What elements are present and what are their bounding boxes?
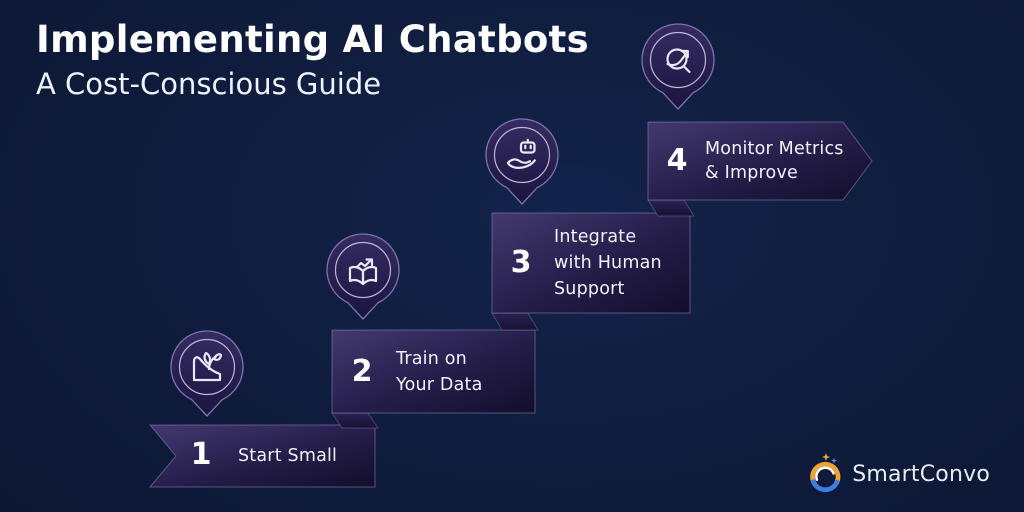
step-1-banner — [148, 424, 376, 488]
step-4-label-line: Monitor Metrics — [705, 139, 844, 159]
seedling-growth-icon — [192, 351, 223, 382]
book-trend-icon — [348, 258, 378, 286]
step-1-label: Start Small — [238, 443, 337, 469]
header: Implementing AI Chatbots A Cost-Consciou… — [36, 18, 589, 102]
hand-holding-robot-icon — [506, 138, 536, 169]
step-1-number: 1 — [190, 437, 212, 472]
step-2-number: 2 — [351, 354, 373, 389]
step-2-label-line: Your Data — [396, 375, 483, 395]
step-4-number: 4 — [666, 143, 688, 178]
magnifier-trend-icon — [666, 48, 691, 74]
step-4-label-line: & Improve — [705, 163, 798, 183]
step-2-label: Train on Your Data — [396, 346, 483, 398]
step-3-number: 3 — [510, 245, 532, 280]
smartconvo-swirl-icon — [810, 453, 841, 493]
page-title: Implementing AI Chatbots — [36, 18, 589, 61]
step-2-label-line: Train on — [396, 349, 467, 369]
step-3-fold — [491, 312, 539, 331]
page-subtitle: A Cost-Conscious Guide — [36, 67, 382, 102]
brand-logo: SmartConvo — [805, 452, 990, 496]
brand-name: SmartConvo — [852, 461, 990, 487]
step-2-pin — [326, 233, 400, 320]
step-3-label-line: Integrate — [554, 227, 637, 247]
step-4-label: Monitor Metrics & Improve — [705, 137, 844, 185]
step-3-label-line: with Human — [554, 253, 662, 273]
step-4-arrow-box — [647, 121, 873, 201]
step-3-box — [491, 212, 691, 314]
step-3-pin — [485, 118, 559, 205]
step-4-pin — [641, 23, 715, 110]
step-3-label: Integrate with Human Support — [554, 224, 662, 302]
step-3-label-line: Support — [554, 279, 625, 299]
step-1-label-line: Start Small — [238, 446, 338, 466]
step-1-pin — [170, 330, 244, 417]
step-2-box — [331, 329, 536, 414]
